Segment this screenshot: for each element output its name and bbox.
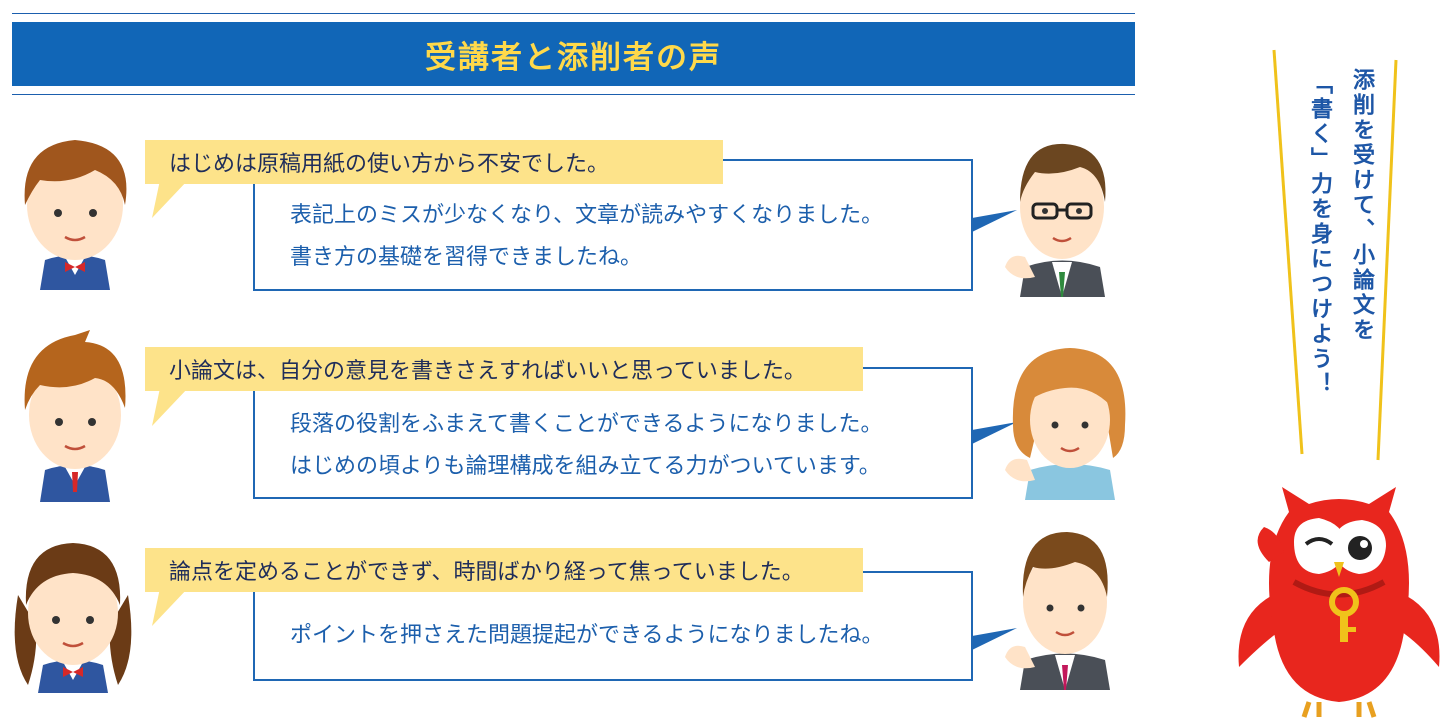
- student-avatar-boy-2: [24, 330, 126, 502]
- reply-tail: [972, 628, 1017, 650]
- teacher-avatar-man: [1005, 532, 1110, 690]
- teacher-avatar-woman: [1005, 348, 1126, 500]
- header-bottom-rule: [12, 94, 1135, 95]
- student-comment-3: 論点を定めることができず、時間ばかり経って焦っていました。: [145, 548, 863, 592]
- bubble-tail: [152, 388, 188, 426]
- student-avatar-girl: [14, 543, 132, 693]
- speech-lines: [1272, 49, 1398, 461]
- reply-tail: [972, 422, 1017, 444]
- reviewer-reply-1-line-2: 書き方の基礎を習得できましたね。: [290, 245, 643, 270]
- student-comment-text: 論点を定めることができず、時間ばかり経って焦っていました。: [169, 560, 804, 585]
- reviewer-reply-2-line-1: 段落の役割をふまえて書くことができるようになりました。: [290, 412, 883, 437]
- bubble-tail: [152, 588, 188, 626]
- student-comment-text: はじめは原稿用紙の使い方から不安でした。: [169, 152, 610, 177]
- side-message-line-1: 添削を受けて、小論文を: [1349, 68, 1374, 343]
- owl-mascot-icon: [1238, 487, 1440, 718]
- student-comment-2: 小論文は、自分の意見を書きさえすればいいと思っていました。: [145, 347, 863, 391]
- reviewer-reply-3-line-1: ポイントを押さえた問題提起ができるようになりましたね。: [290, 623, 884, 648]
- reply-tail: [972, 210, 1017, 232]
- side-message-line-2: 「書く」力を身につけよう！: [1307, 72, 1332, 397]
- bubble-tail: [152, 180, 188, 218]
- header-top-rule: [12, 13, 1135, 14]
- page-title: 受講者と添削者の声: [425, 39, 722, 76]
- student-comment-text: 小論文は、自分の意見を書きさえすればいいと思っていました。: [169, 359, 806, 384]
- student-comment-1-overlay: はじめは原稿用紙の使い方から不安でした。: [145, 140, 723, 184]
- teacher-avatar-glasses: [1005, 143, 1106, 297]
- reviewer-reply-1-line-1: 表記上のミスが少なくなり、文章が読みやすくなりました。: [290, 203, 884, 228]
- reviewer-reply-2-line-2: はじめの頃よりも論理構成を組み立てる力がついています。: [290, 454, 881, 479]
- student-avatar-boy-1: [24, 140, 127, 290]
- header-banner: 受講者と添削者の声: [12, 22, 1135, 86]
